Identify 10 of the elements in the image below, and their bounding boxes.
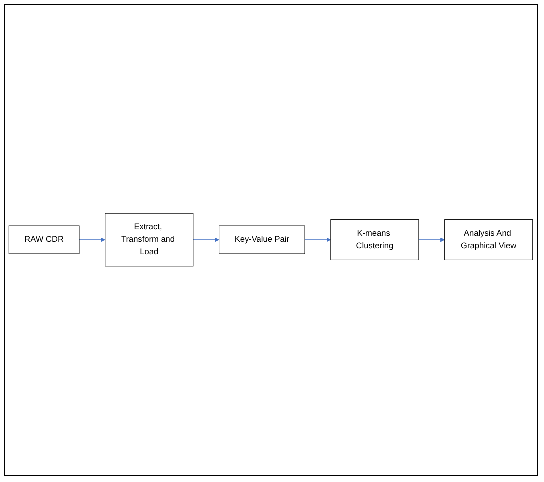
arrow [79, 238, 106, 242]
arrow [304, 238, 332, 242]
node-box [219, 226, 306, 254]
arrow [418, 238, 446, 242]
diagram-frame: RAW CDR Extract, Transform and Load Key-Value Pair K-means Clustering Analysis And Graphical View [4, 4, 538, 476]
node-box [8, 226, 80, 254]
arrow [193, 238, 220, 242]
node-box [330, 220, 420, 260]
node-box [105, 213, 194, 267]
node-box [444, 220, 534, 260]
